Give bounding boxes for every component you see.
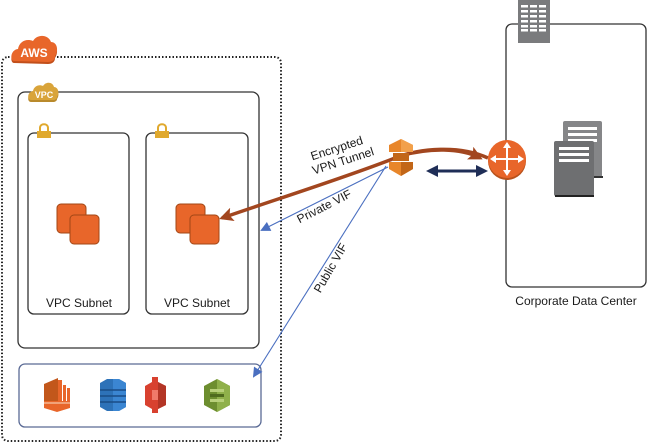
vpc-badge-label: VPC	[35, 90, 54, 100]
vpc-boundary	[17, 91, 260, 349]
ec2-instances-icon	[56, 203, 100, 245]
private-vif-label: Private VIF	[295, 187, 354, 226]
aws-cloud-boundary	[1, 56, 282, 442]
public-services-box	[18, 363, 262, 428]
amazon-dynamodb-icon	[100, 379, 126, 411]
router-icon	[488, 140, 526, 180]
subnet-2-label: VPC Subnet	[164, 296, 231, 310]
aws-badge-label: AWS	[20, 46, 47, 60]
amazon-sqs-icon	[204, 379, 230, 412]
direct-connect-link	[426, 165, 488, 177]
vpc-subnet-1: VPC Subnet	[27, 123, 130, 315]
data-center-label: Corporate Data Center	[515, 294, 636, 308]
ec2-instances-icon	[175, 203, 220, 245]
lock-icon	[155, 123, 169, 138]
subnet-1-label: VPC Subnet	[46, 296, 113, 310]
amazon-kinesis-icon	[44, 378, 70, 412]
vpc-subnet-2: VPC Subnet	[145, 123, 249, 315]
corporate-data-center: Corporate Data Center	[505, 0, 647, 308]
direct-connect-icon	[389, 139, 413, 176]
public-vif-label: Public VIF	[311, 241, 350, 295]
private-vif-connection	[260, 166, 389, 231]
public-vif-connection	[252, 165, 387, 378]
lock-icon	[37, 123, 51, 138]
aws-cloud-icon: AWS	[11, 35, 58, 64]
amazon-s3-icon	[145, 377, 166, 413]
building-icon	[518, 0, 550, 43]
servers-icon	[554, 121, 603, 197]
vpc-cloud-icon: VPC	[28, 82, 59, 102]
